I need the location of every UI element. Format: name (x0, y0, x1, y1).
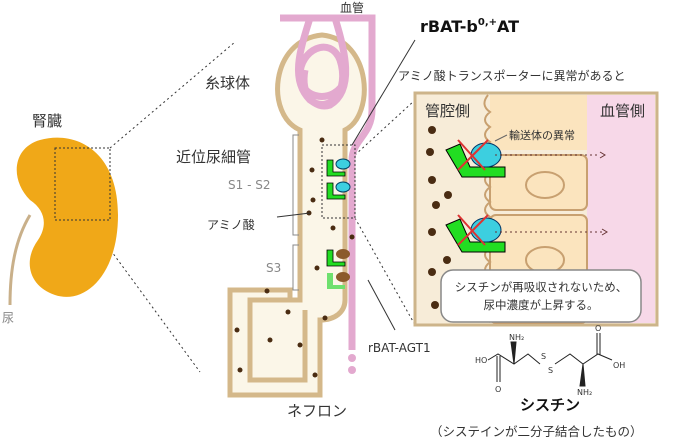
transporter-agt1-label: rBAT-AGT1 (368, 341, 431, 355)
atom-nh2-bottom: NH₂ (577, 388, 592, 397)
atom-s-1: S (541, 352, 546, 361)
kidney-label: 腎臓 (32, 112, 62, 130)
urine-label: 尿 (2, 311, 14, 325)
cystine-name: シスチン (520, 396, 580, 414)
blood-vessel-label: 血管 (340, 0, 364, 15)
ureter (8, 214, 32, 306)
atom-nh2-top: NH₂ (509, 333, 524, 342)
detail-heading: アミノ酸トランスポーターに異常があると (398, 68, 626, 83)
amino-acid-dots (234, 137, 355, 378)
tubule-zoom-box (321, 144, 356, 219)
kidney (8, 137, 118, 306)
detail-panel (413, 91, 659, 327)
amino-acid-label: アミノ酸 (207, 217, 255, 232)
atom-s-2: S (548, 366, 553, 375)
proximal-tubule-label: 近位尿細管 (176, 148, 251, 166)
nephron-title: ネフロン (287, 402, 347, 420)
nephron (227, 14, 416, 398)
defective-transporter (445, 139, 506, 253)
note-bubble (440, 269, 642, 323)
transporter-b0-at (326, 158, 351, 200)
blood-vessel (280, 14, 376, 350)
segment-s3-label: S3 (266, 261, 281, 275)
note-line-1: シスチンが再吸収されないため、 (455, 280, 628, 294)
atom-o-top: O (595, 324, 601, 333)
atom-o-bottom: O (495, 385, 501, 394)
transporter-agt1 (326, 249, 350, 289)
cystine-dots (426, 126, 452, 309)
transporter-b0-at-label: rBAT-b0,+AT (420, 17, 519, 36)
atom-ho: HO (475, 356, 487, 365)
glomerulus-label: 糸球体 (205, 74, 250, 92)
segment-brackets (292, 134, 299, 291)
note-line-2: 尿中濃度が上昇する。 (484, 298, 599, 312)
atom-oh: OH (613, 361, 625, 370)
nephron-tubule (227, 32, 367, 398)
cystine-structure (487, 333, 613, 387)
cystine-caption: （システインが二分子結合したもの） (430, 424, 643, 439)
kidney-zoom-box (54, 147, 111, 221)
blood-side-label: 血管側 (600, 102, 645, 120)
segment-s1-s2-label: S1 - S2 (228, 178, 270, 192)
lumen-side-label: 管腔側 (425, 102, 470, 120)
transporter-defect-label: 輸送体の異常 (509, 128, 575, 142)
